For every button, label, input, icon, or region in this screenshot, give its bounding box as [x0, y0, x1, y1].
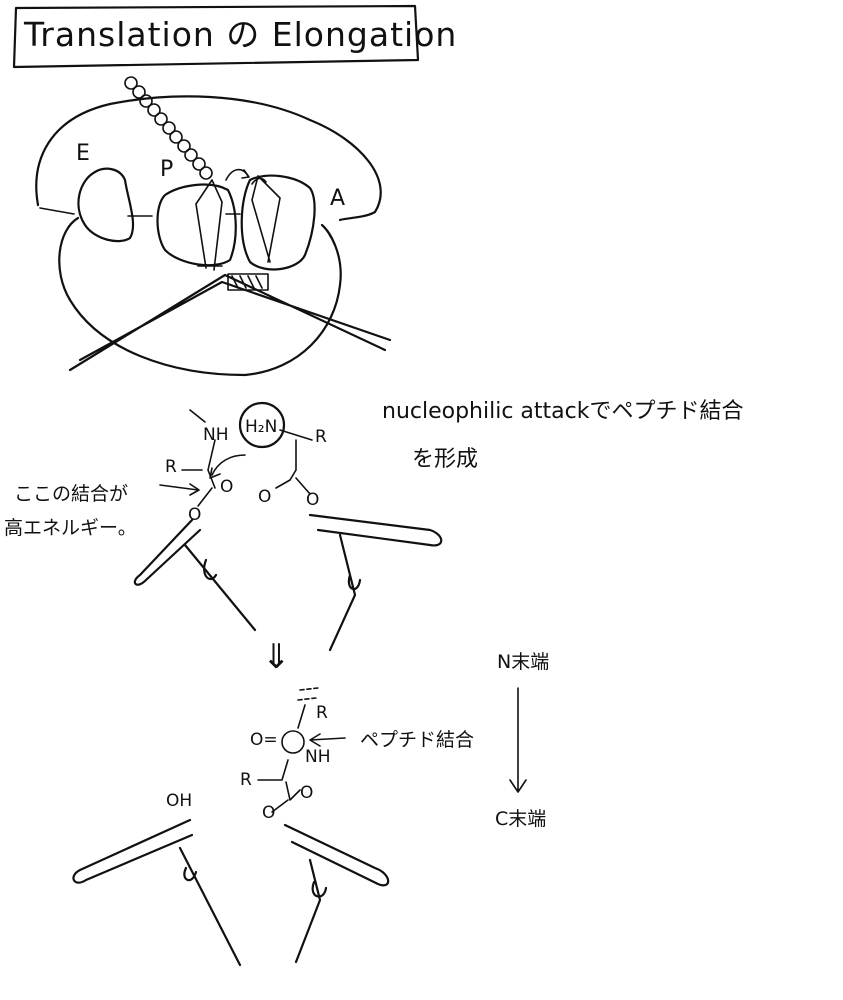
- top-o-right-1: O: [258, 487, 271, 507]
- bottom-left-trna: [73, 820, 240, 965]
- peptide-bond-circle: [282, 731, 304, 753]
- top-r-right: R: [315, 427, 327, 447]
- n-terminus-label: N末端: [497, 651, 549, 673]
- a-site-pocket: [242, 176, 315, 270]
- nucleophilic-note-line2: を形成: [412, 447, 478, 472]
- site-e-label: E: [76, 141, 90, 166]
- top-o-left-1: O: [220, 477, 233, 497]
- high-energy-arrow: [160, 484, 199, 495]
- bottom-nh: NH: [305, 747, 331, 767]
- bottom-o-eq: O=: [250, 730, 278, 750]
- top-h2n: H₂N: [245, 417, 277, 437]
- high-energy-note-line2: 高エネルギー。: [4, 517, 137, 539]
- title-box: Translation の Elongation: [14, 6, 457, 67]
- top-r-left: R: [165, 457, 177, 477]
- bottom-o-right: O: [300, 783, 313, 803]
- p-site-pocket: [158, 185, 236, 266]
- bottom-right-trna: [285, 825, 388, 962]
- bottom-r-top: R: [316, 703, 328, 723]
- bottom-r-left: R: [240, 770, 252, 790]
- direction-indicator: N末端 C末端: [495, 651, 549, 830]
- top-left-trna: [135, 520, 255, 630]
- bottom-oh: OH: [166, 791, 192, 811]
- p-site-trna: [196, 180, 222, 270]
- bottom-molecule: R O= NH R O O OH: [73, 688, 388, 965]
- reaction-arrow: ⇓: [262, 637, 291, 677]
- top-nh: NH: [203, 425, 229, 445]
- top-o-right-2: O: [306, 490, 319, 510]
- top-molecule: NH H₂N R R O O O O: [135, 403, 441, 650]
- c-terminus-label: C末端: [495, 808, 546, 830]
- site-p-label: P: [160, 157, 173, 182]
- page-title: Translation の Elongation: [23, 15, 457, 54]
- a-site-trna: [252, 176, 280, 262]
- high-energy-note-line1: ここの結合が: [14, 483, 128, 505]
- direction-arrow: [510, 688, 526, 792]
- nucleophilic-note-line1: nucleophilic attackでペプチド結合: [382, 399, 743, 424]
- peptide-bond-arrow: [310, 734, 345, 746]
- site-a-label: A: [330, 186, 345, 211]
- bottom-o-bottom: O: [262, 803, 275, 823]
- e-site-pocket: [78, 169, 133, 241]
- peptide-bond-label: ペプチド結合: [360, 729, 474, 751]
- ribosome: E P A: [36, 77, 390, 375]
- top-right-trna: [310, 515, 441, 650]
